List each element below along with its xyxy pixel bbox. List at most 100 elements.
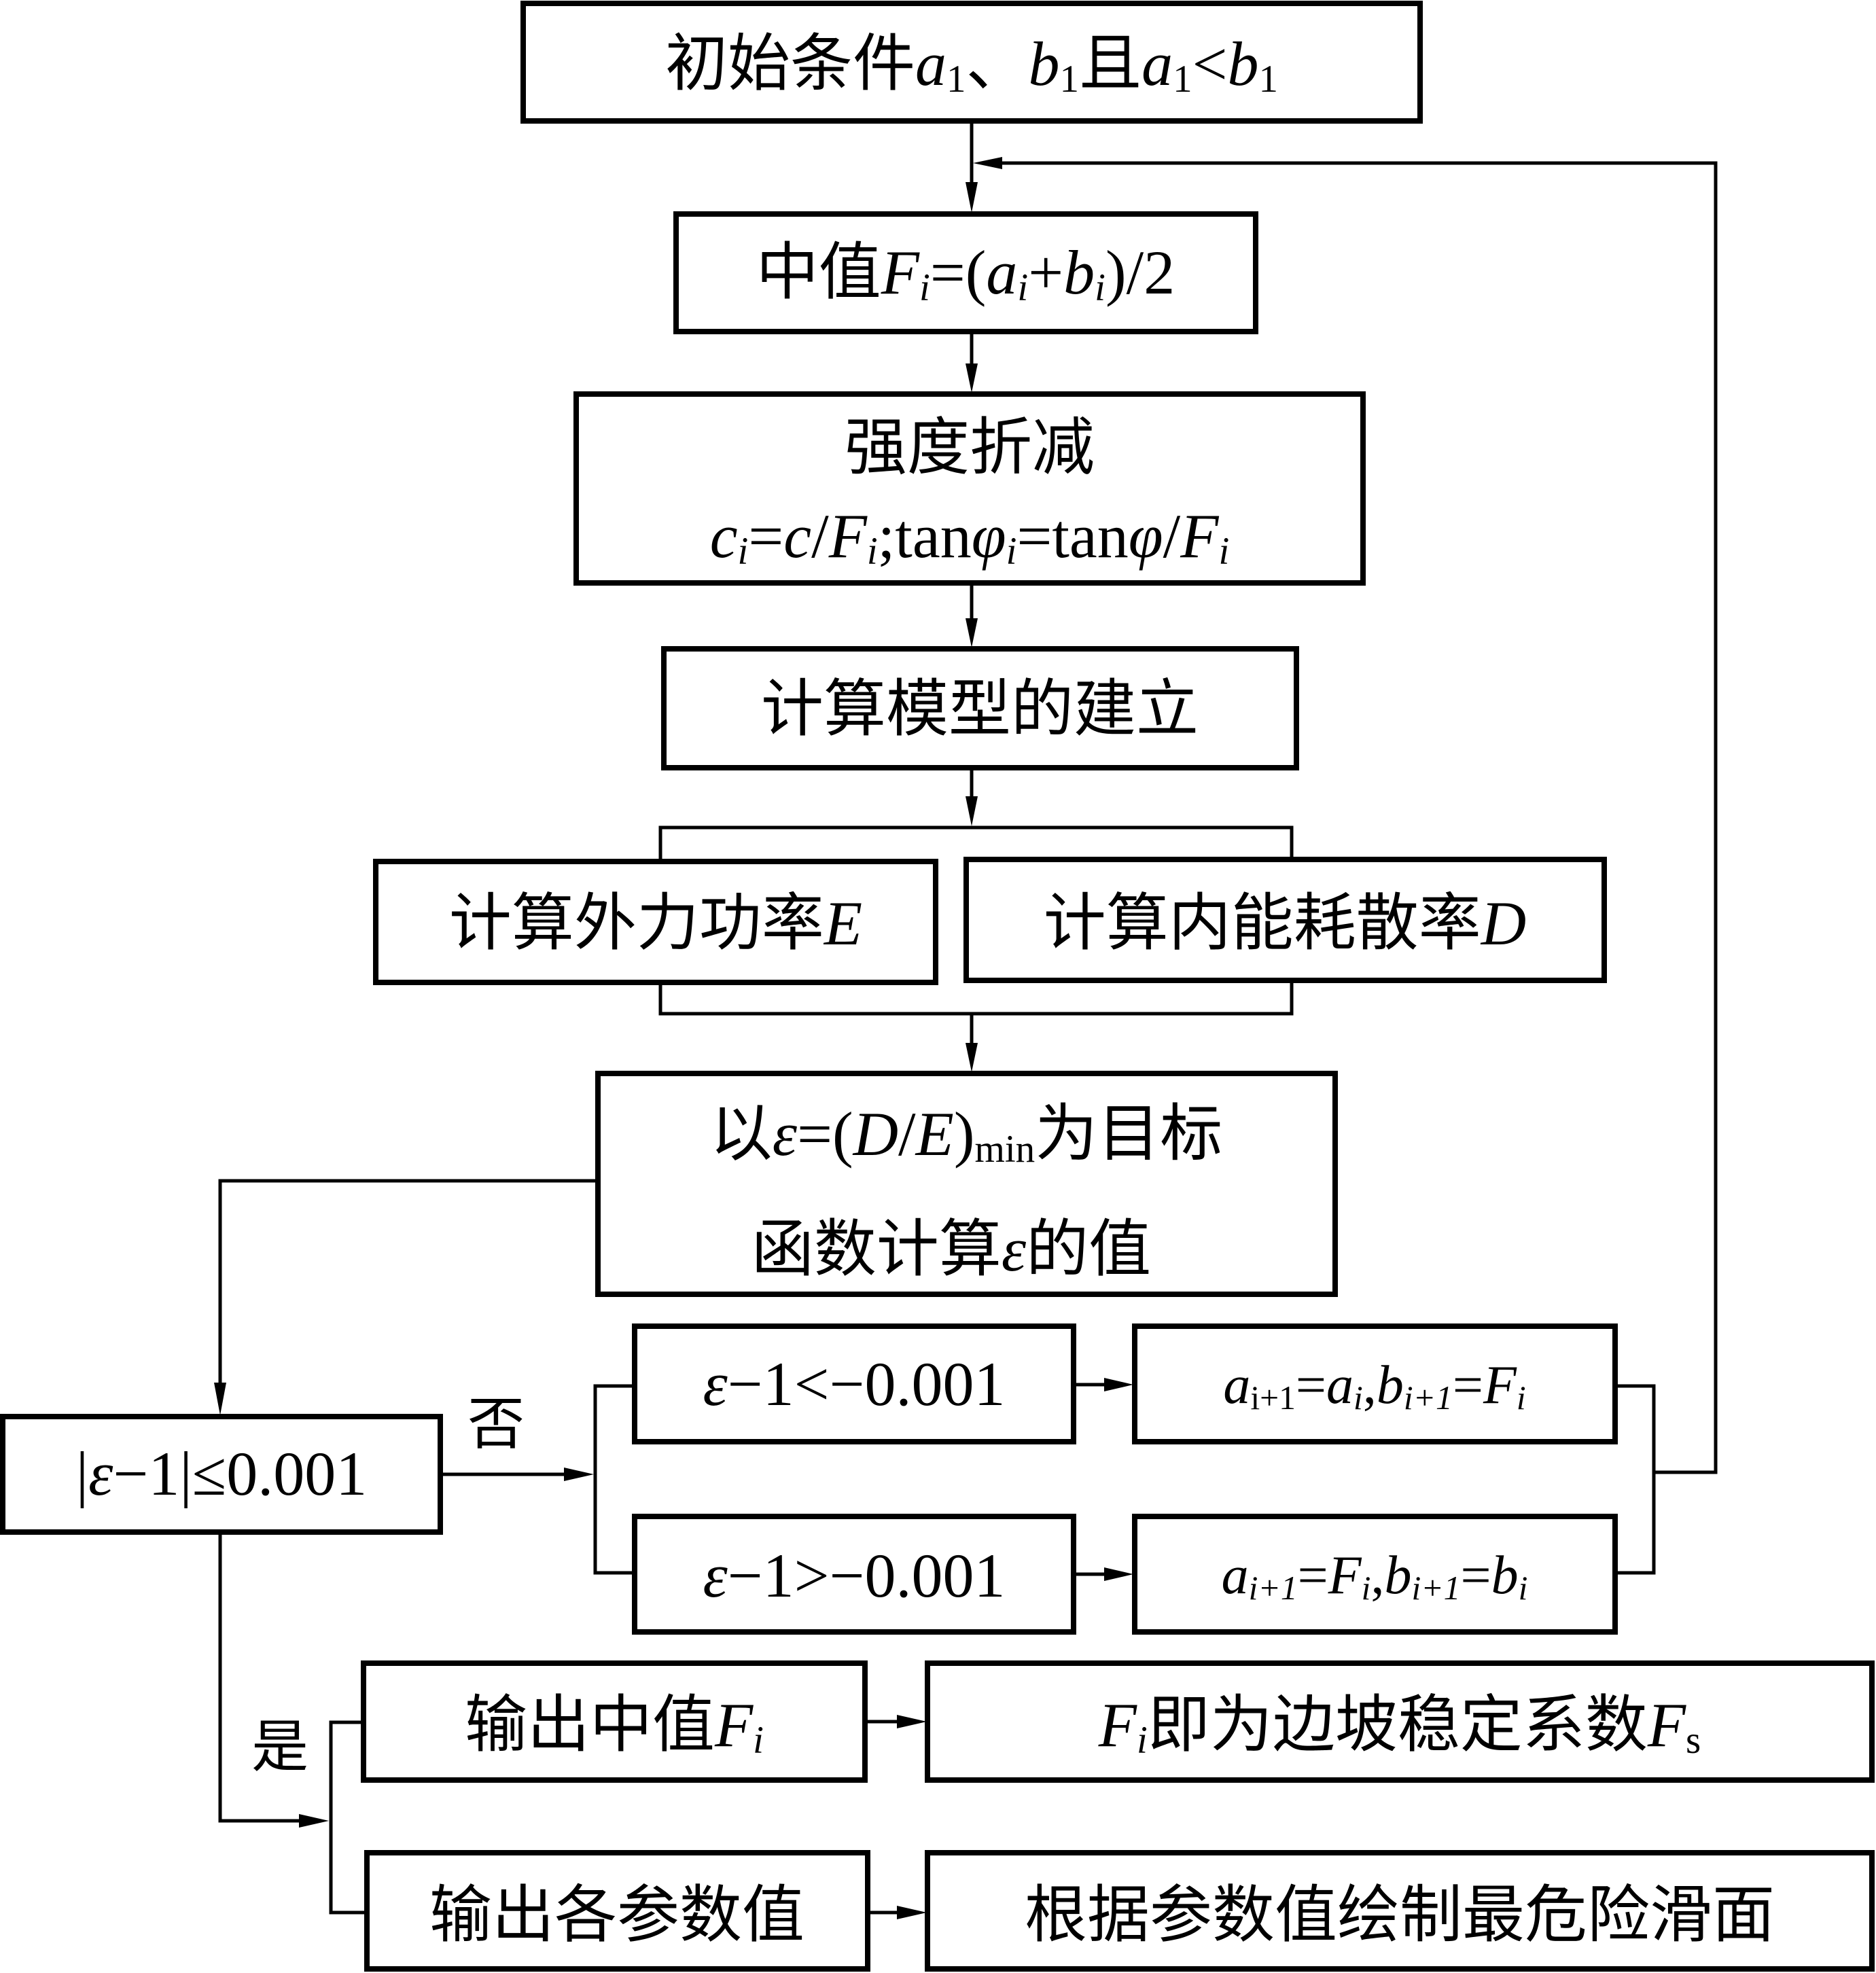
label-run: ε <box>703 1541 728 1610</box>
arrowhead <box>214 1383 226 1415</box>
no-label: 否 <box>467 1393 525 1457</box>
update-b-label: ai+1=ai,bi+1=Fi <box>1223 1355 1525 1417</box>
label-run: 计算模型的建立 <box>761 675 1199 744</box>
label-run: b <box>1377 1355 1404 1415</box>
label-run: / <box>811 501 829 571</box>
edge-branch-bracket <box>593 1384 635 1575</box>
label-run: F <box>828 501 868 571</box>
model-box <box>661 646 1299 770</box>
dissipation-label: 计算内能耗散率D <box>1044 889 1526 958</box>
objective-line1: 以ε=(D/E)min为目标 <box>710 1099 1222 1171</box>
label-run: i+1 <box>1250 1379 1296 1417</box>
label-run: s <box>1686 1719 1701 1762</box>
label-run: 为目标 <box>1035 1099 1222 1169</box>
yes-label: 是 <box>251 1716 308 1779</box>
model-label: 计算模型的建立 <box>761 675 1199 744</box>
arrowhead <box>966 1043 978 1072</box>
label-run: i <box>1517 1379 1526 1417</box>
update-b-box <box>1132 1323 1618 1444</box>
label-run: a <box>1223 1355 1250 1415</box>
label-run: φ <box>1129 501 1163 571</box>
label-run: 的值 <box>1026 1215 1151 1284</box>
label-run: 根据参数值绘制最危险滑面 <box>1025 1881 1775 1950</box>
edge-split-bracket <box>658 825 1294 861</box>
label-run: i <box>1095 266 1105 309</box>
output-params-label: 输出各参数值 <box>429 1881 804 1950</box>
label-run: 1 <box>1173 58 1192 101</box>
dissipation-box <box>963 857 1607 983</box>
objective-line2: 函数计算ε的值 <box>751 1215 1151 1284</box>
label-run: F <box>1483 1355 1517 1415</box>
label-run: F <box>1328 1546 1362 1605</box>
label-run: F <box>881 238 920 307</box>
label-run: D <box>852 1099 898 1169</box>
label-run: ;tan <box>878 501 972 571</box>
label-run: 强度折减 <box>845 413 1095 482</box>
label-run: c <box>783 501 811 571</box>
label-run: = <box>748 501 783 571</box>
label-run: , <box>1370 1546 1384 1605</box>
arrowhead <box>1104 1378 1133 1391</box>
label-run: b <box>1029 29 1060 99</box>
label-run: a <box>1222 1546 1249 1605</box>
label-run: = <box>1298 1546 1328 1605</box>
label-run: 中值 <box>756 238 881 307</box>
midpoint-label: 中值Fi=(ai+bi)/2 <box>756 238 1175 309</box>
label-run: i <box>1137 1719 1148 1762</box>
edge-decision-yes <box>218 1532 306 1823</box>
midpoint-box <box>673 211 1258 334</box>
arrowhead <box>564 1468 594 1481</box>
cond-less-box <box>632 1323 1076 1444</box>
label-run: i <box>1006 530 1017 573</box>
label-run: i <box>1017 266 1028 309</box>
output-mid-label: 输出中值Fi <box>465 1690 764 1762</box>
label-run: 、 <box>966 29 1029 99</box>
label-run: F <box>714 1690 754 1760</box>
label-run: a <box>1326 1355 1353 1415</box>
label-run: / <box>898 1099 916 1169</box>
label-run: 1 <box>1060 58 1080 101</box>
label-run: = <box>1296 1355 1326 1415</box>
label-run: =tan <box>1016 501 1128 571</box>
slip-surface-box <box>925 1850 1875 1972</box>
arrowhead <box>299 1814 329 1828</box>
label-run: + <box>1028 238 1063 307</box>
label-run: i <box>1362 1569 1371 1607</box>
cond-greater-box <box>632 1514 1076 1635</box>
label-run: , <box>1363 1355 1377 1415</box>
safety-factor-box <box>925 1660 1875 1783</box>
label-run: i <box>1218 530 1229 573</box>
label-run: a <box>915 29 946 99</box>
edge-objective-decision <box>218 1179 598 1400</box>
edge-join-bracket <box>658 980 1294 1016</box>
label-run: 输出中值 <box>465 1690 715 1760</box>
label-run: 以 <box>710 1099 773 1169</box>
label-run: −1|≤0.001 <box>113 1439 367 1508</box>
decision-box <box>0 1414 443 1535</box>
label-run: i+1 <box>1249 1569 1298 1607</box>
reduction-box <box>573 391 1366 586</box>
arrowhead <box>966 618 978 647</box>
update-a-label: ai+1=Fi,bi+1=bi <box>1222 1546 1528 1607</box>
label-run: F <box>1180 501 1219 571</box>
label-run: < <box>1192 29 1228 99</box>
label-run: 1 <box>1258 58 1278 101</box>
objective-box <box>595 1071 1338 1297</box>
connectors <box>214 121 1718 1919</box>
reduction-title: 强度折减 <box>845 413 1095 482</box>
safety-factor-label: Fi即为边坡稳定系数Fs <box>1098 1690 1701 1762</box>
label-run: 初始条件 <box>665 29 915 99</box>
edge-loop-back <box>1002 161 1718 1474</box>
label-run: min <box>974 1128 1035 1171</box>
arrowhead <box>966 182 978 213</box>
label-run: i <box>867 530 878 573</box>
slip-surface-label: 根据参数值绘制最危险滑面 <box>1025 1881 1775 1950</box>
arrowhead <box>1104 1567 1133 1581</box>
label-run: ε <box>773 1099 798 1169</box>
arrowhead <box>973 157 1002 169</box>
arrowhead <box>897 1715 927 1728</box>
cond-less-label: ε−1<−0.001 <box>703 1349 1006 1419</box>
label-run: E <box>823 889 862 958</box>
label-run: 函数计算 <box>751 1215 1002 1284</box>
